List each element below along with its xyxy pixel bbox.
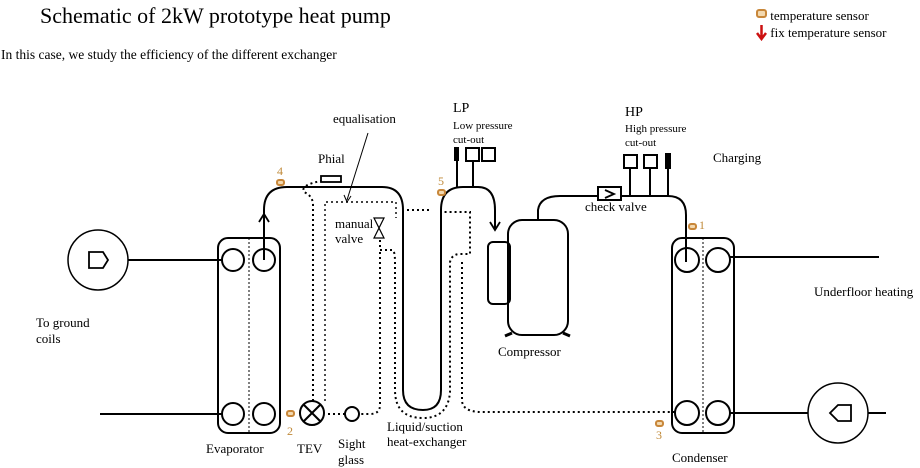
page-subtitle: In this case, we study the efficiency of… (1, 47, 337, 62)
underfloor-heating-label: Underfloor heating (814, 284, 914, 299)
condenser-label: Condenser (672, 450, 728, 465)
sight-glass-outlet (360, 252, 381, 415)
charging-label: Charging (713, 150, 762, 165)
sight-glass-label-1: Sight (338, 436, 366, 451)
lshx-label-1: Liquid/suction (387, 419, 463, 434)
legend-item-fix-temperature-sensor: fix temperature sensor (756, 25, 886, 45)
sensor-3-label: 3 (656, 428, 662, 442)
sensors (276, 179, 697, 427)
manual-valve-label-1: manual (335, 216, 374, 231)
lp-desc-1: Low pressure (453, 120, 513, 132)
hp-desc-1: High pressure (625, 123, 687, 135)
sensor-1-icon (688, 223, 697, 230)
ground-coils-label-1: To ground (36, 315, 90, 330)
flow-arrow-icon (489, 221, 501, 232)
sensor-4-label: 4 (277, 164, 283, 178)
lshx-label-2: heat-exchanger (387, 434, 467, 449)
lp-cutout (454, 147, 496, 187)
sensor-3-icon (655, 420, 664, 427)
check-valve (597, 186, 622, 201)
sensor-2-icon (286, 410, 295, 417)
manual-valve (373, 217, 385, 239)
underfloor-pump (807, 382, 869, 444)
phial-capillary (302, 180, 322, 401)
legend-item-temperature-sensor: temperature sensor (756, 8, 869, 24)
sensor-2-label: 2 (287, 424, 293, 438)
lp-desc-2: cut-out (453, 134, 485, 146)
tev-valve (299, 400, 325, 426)
manual-valve-label-2: valve (335, 231, 364, 246)
equalisation-label: equalisation (333, 111, 396, 126)
hp-cutout (623, 153, 671, 196)
condenser (671, 237, 735, 434)
page-title: Schematic of 2kW prototype heat pump (40, 3, 391, 28)
sight-glass-label-2: glass (338, 452, 364, 467)
sensor-5-icon (437, 189, 446, 196)
flow-arrow-icon (258, 212, 270, 223)
check-valve-label: check valve (585, 199, 647, 214)
fix-temperature-sensor-icon (756, 25, 767, 45)
sight-glass (344, 406, 360, 422)
sensor-1-label: 1 (699, 218, 705, 232)
sensor-4-icon (276, 179, 285, 186)
evaporator-label: Evaporator (206, 441, 264, 456)
evaporator (217, 237, 281, 434)
suction-line (263, 186, 496, 412)
sensor-5-label: 5 (438, 174, 444, 188)
phial-label: Phial (318, 151, 345, 166)
lshx-liquid-line (379, 211, 471, 420)
compressor-label: Compressor (498, 344, 561, 359)
ground-coils-pump (67, 229, 129, 291)
ground-coils-label-2: coils (36, 331, 61, 346)
hp-label: HP (625, 105, 643, 120)
legend-label: fix temperature sensor (770, 25, 887, 40)
hp-desc-2: cut-out (625, 137, 657, 149)
legend-label: temperature sensor (770, 8, 869, 23)
compressor (487, 195, 687, 338)
lp-label: LP (453, 101, 470, 116)
temperature-sensor-icon (756, 9, 767, 18)
phial (320, 175, 342, 183)
tev-label: TEV (297, 441, 323, 456)
